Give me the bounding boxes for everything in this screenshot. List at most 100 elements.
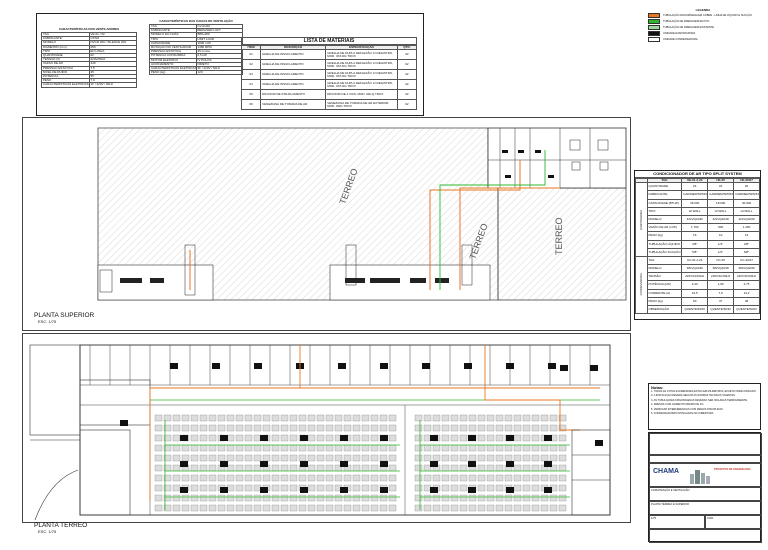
desk: [370, 434, 379, 442]
evaporator-unit: [468, 435, 476, 441]
table-cell: 36.000: [681, 198, 709, 208]
desk: [316, 484, 325, 492]
desk: [280, 484, 289, 492]
desk: [352, 474, 361, 482]
desk: [280, 454, 289, 462]
desk: [334, 504, 343, 512]
desk: [531, 504, 540, 512]
desk: [154, 504, 163, 512]
table-cell: 7,9: [707, 288, 735, 298]
desk: [522, 504, 531, 512]
desk: [262, 474, 271, 482]
desk: [307, 494, 316, 502]
upper-area-label-3: TERREO: [554, 217, 564, 255]
desk: [432, 414, 441, 422]
desk: [558, 474, 567, 482]
desk: [352, 414, 361, 422]
desk: [495, 484, 504, 492]
desk: [208, 504, 217, 512]
legend-label: UNIDADE EVAPORADORA: [663, 32, 696, 36]
desk: [477, 494, 486, 502]
desk: [316, 434, 325, 442]
desk: [549, 424, 558, 432]
desk: [504, 414, 513, 422]
desk: [343, 414, 352, 422]
sheet-title-cell: PLANTA TÉRREO E SUPERIOR: [649, 501, 762, 515]
desk: [163, 504, 172, 512]
desk: [271, 414, 280, 422]
desk: [486, 454, 495, 462]
upper-roof-area-right: [497, 187, 627, 301]
table-cell: 3/8": [681, 239, 709, 249]
desk: [414, 504, 423, 512]
table-cell: 48: [733, 296, 760, 307]
desk: [208, 424, 217, 432]
desk: [325, 474, 334, 482]
desk: [522, 434, 531, 442]
split-system-title: CONDICIONADOR DE AR TIPO SPLIT SYSTEM: [635, 171, 760, 178]
desk: [289, 484, 298, 492]
desk: [154, 444, 163, 452]
desk: [388, 474, 397, 482]
table-cell: 10: [707, 231, 735, 241]
desk: [316, 414, 325, 422]
column-header: DESCRIÇÃO: [260, 44, 327, 51]
table-cell: CARRIER/SPRINGER: [707, 190, 735, 200]
desk: [477, 504, 486, 512]
group-label: CONDENSADORA: [635, 256, 648, 314]
table-cell: CARRIER/SPRINGER: [681, 190, 709, 200]
desk: [441, 414, 450, 422]
desk: [208, 474, 217, 482]
desk: [262, 414, 271, 422]
desk: [289, 474, 298, 482]
table-cell: 1.700: [681, 223, 709, 233]
legend-label: TUBULAÇÃO DE DRENAGEM EM PVC: [663, 20, 710, 24]
table-cell: 42LVQA036: [681, 214, 709, 225]
evaporator-unit: [380, 363, 388, 369]
desk: [468, 504, 477, 512]
desk: [343, 504, 352, 512]
desk: [352, 504, 361, 512]
table-cell: 38LVQA018: [707, 264, 735, 274]
legend-swatch: [648, 37, 660, 42]
desk: [549, 474, 558, 482]
desk: [549, 414, 558, 422]
evaporator-unit: [506, 363, 514, 369]
desk: [271, 424, 280, 432]
desk: [199, 414, 208, 422]
desk: [459, 434, 468, 442]
table-cell: 18.000: [707, 198, 735, 208]
desk: [423, 474, 432, 482]
desk: [513, 474, 522, 482]
desk: [540, 504, 549, 512]
sheet-number-cell: 01/01: [705, 515, 762, 529]
desk: [172, 474, 181, 482]
desk: [379, 494, 388, 502]
evaporator-unit: [170, 363, 178, 369]
desk: [370, 424, 379, 432]
desk: [558, 434, 567, 442]
notes-box: Notas: 1. TODAS AS COTAS E DIMENSÕES EST…: [648, 383, 761, 430]
table-cell: 13: [733, 231, 760, 241]
desk: [181, 474, 190, 482]
desk: [244, 414, 253, 422]
desk: [450, 434, 459, 442]
desk: [495, 474, 504, 482]
desk: [531, 434, 540, 442]
evaporator-unit: [595, 440, 603, 446]
evaporator-unit: [380, 461, 388, 467]
desk: [280, 504, 289, 512]
evaporator-unit: [180, 487, 188, 493]
evaporator-unit: [544, 487, 552, 493]
desk: [370, 494, 379, 502]
desk: [531, 424, 540, 432]
desk: [226, 504, 235, 512]
desk: [271, 504, 280, 512]
desk: [361, 424, 370, 432]
desk: [217, 494, 226, 502]
